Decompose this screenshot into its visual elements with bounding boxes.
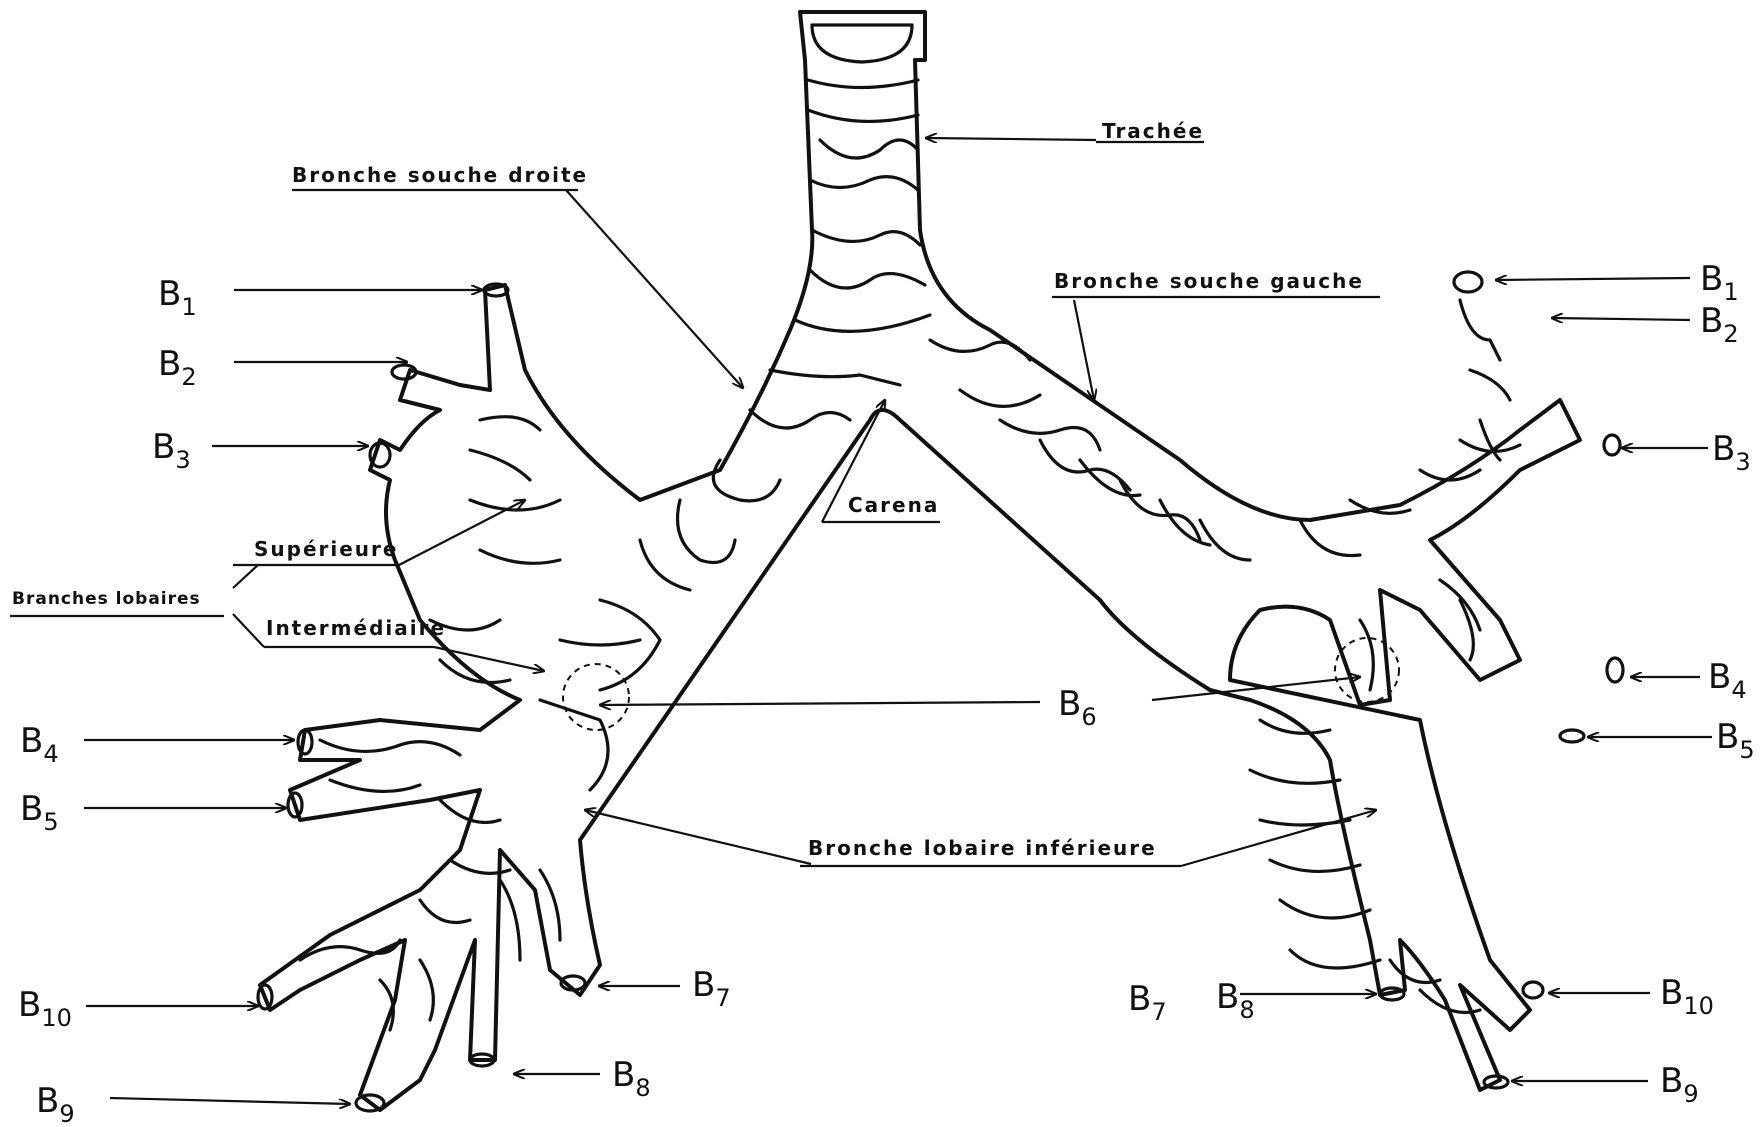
label-lower-lobar-bronchus: Bronche lobaire inférieure bbox=[808, 836, 1157, 860]
label-carina: Carena bbox=[848, 493, 939, 517]
left-b1-label: B1 bbox=[1700, 259, 1739, 306]
label-intermediate: Intermédiaire bbox=[266, 616, 446, 640]
right-b10-label: B10 bbox=[18, 985, 72, 1032]
label-right-main-bronchus: Bronche souche droite bbox=[292, 163, 588, 187]
left-b10-label: B10 bbox=[1660, 973, 1714, 1020]
left-b3-label: B3 bbox=[1712, 429, 1751, 476]
right-b2-label: B2 bbox=[158, 344, 197, 391]
right-b5-label: B5 bbox=[20, 789, 59, 836]
left-b2-label: B2 bbox=[1700, 301, 1739, 348]
label-upper: Supérieure bbox=[254, 537, 398, 561]
left-b8-label: B8 bbox=[1216, 977, 1255, 1024]
left-b5-label: B5 bbox=[1716, 717, 1755, 764]
label-left-main-bronchus: Bronche souche gauche bbox=[1054, 269, 1364, 293]
left-b4-label: B4 bbox=[1708, 657, 1747, 704]
right-b8-label: B8 bbox=[612, 1055, 651, 1102]
label-lobar-bronchi: Branches lobaires bbox=[12, 589, 201, 609]
right-b9-label: B9 bbox=[36, 1081, 75, 1127]
right-b7-label: B7 bbox=[692, 965, 731, 1012]
left-b9-label: B9 bbox=[1660, 1061, 1699, 1108]
right-b3-label: B3 bbox=[152, 427, 191, 474]
label-trachea: Trachée bbox=[1102, 119, 1204, 143]
left-b7-label: B7 bbox=[1128, 979, 1167, 1026]
right-b1-label: B1 bbox=[158, 274, 197, 321]
b6-label: B6 bbox=[1058, 684, 1097, 731]
right-b4-label: B4 bbox=[20, 721, 59, 768]
